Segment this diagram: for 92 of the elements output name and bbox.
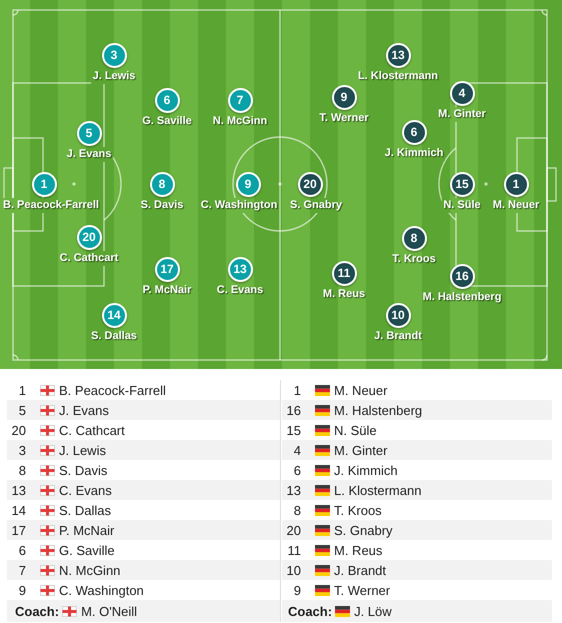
coach-label: Coach: <box>15 604 60 618</box>
shirt-number: 7 <box>18 562 26 578</box>
player-name: B. Peacock-Farrell <box>59 382 166 398</box>
coach-name: M. O'Neill <box>81 604 137 618</box>
player-name: J. Lewis <box>92 70 136 83</box>
player-number-marker: 20 <box>298 172 322 196</box>
shirt-number: 16 <box>286 402 301 418</box>
shirt-number: 1 <box>18 382 26 398</box>
shirt-number: 20 <box>10 422 26 438</box>
coach-name: J. Löw <box>354 604 392 618</box>
player-name: J. Kimmich <box>384 147 444 160</box>
player-name: S. Gnabry <box>334 522 393 538</box>
player-name: M. Reus <box>322 288 366 301</box>
player-name: L. Klostermann <box>358 70 438 83</box>
player-number-marker: 4 <box>450 80 474 106</box>
player-number-marker: 13 <box>386 42 410 68</box>
player-name: M. Neuer <box>334 382 388 398</box>
player-name: J. Brandt <box>374 330 422 343</box>
player-name: C. Cathcart <box>59 422 125 438</box>
player-name: L. Klostermann <box>334 482 422 498</box>
player-number-marker: 9 <box>236 172 260 196</box>
player-name: C. Washington <box>59 582 144 598</box>
player-name: J. Lewis <box>59 442 106 458</box>
player-number-marker: 5 <box>76 120 102 146</box>
player-name: P. McNair <box>142 284 192 297</box>
player-number-marker: 8 <box>150 172 174 196</box>
player-name: C. Evans <box>216 284 264 297</box>
shirt-number: 8 <box>18 462 26 478</box>
player-name: S. Davis <box>140 199 184 212</box>
shirt-number: 4 <box>292 442 301 458</box>
player-name: C. Evans <box>59 482 112 498</box>
shirt-number: 5 <box>18 402 26 418</box>
shirt-number: 11 <box>286 542 301 558</box>
player-number-marker: 9 <box>332 84 356 110</box>
player-name: J. Evans <box>66 148 112 161</box>
shirt-number: 14 <box>10 502 26 518</box>
player-name: B. Peacock-Farrell <box>3 199 99 212</box>
player-name: M. Ginter <box>334 442 388 458</box>
shirt-number: 17 <box>10 522 26 538</box>
coach-label: Coach: <box>288 604 332 618</box>
player-number-marker: 15 <box>450 172 474 196</box>
player-name: M. Ginter <box>438 108 486 121</box>
player-name: S. Dallas <box>59 502 112 518</box>
player-number-marker: 7 <box>228 88 252 112</box>
player-number-marker: 17 <box>154 256 180 282</box>
player-number-marker: 14 <box>102 302 126 328</box>
player-name: G. Saville <box>142 115 192 128</box>
player-name: S. Davis <box>59 462 108 478</box>
player-name: N. McGinn <box>59 562 120 578</box>
player-name: P. McNair <box>59 522 114 538</box>
player-number-marker: 1 <box>504 172 528 196</box>
player-number-marker: 10 <box>386 302 410 328</box>
player-name: J. Kimmich <box>334 462 398 478</box>
player-name: N. Süle <box>334 422 377 438</box>
player-number-marker: 20 <box>76 224 102 250</box>
player-name: C. Washington <box>200 199 278 212</box>
player-name: G. Saville <box>59 542 115 558</box>
player-name: J. Brandt <box>334 562 386 578</box>
player-name: M. Reus <box>334 542 382 558</box>
player-number-marker: 6 <box>402 120 426 144</box>
player-name: S. Gnabry <box>290 199 342 212</box>
player-number-marker: 8 <box>402 226 426 250</box>
player-name: C. Cathcart <box>60 252 118 265</box>
shirt-number: 6 <box>18 542 26 558</box>
shirt-number: 20 <box>286 522 301 538</box>
player-name: M. Neuer <box>492 199 540 212</box>
player-name: N. McGinn <box>212 115 268 128</box>
player-name: S. Dallas <box>91 330 137 343</box>
shirt-number: 6 <box>292 462 301 478</box>
player-number-marker: 6 <box>154 88 180 112</box>
player-name: T. Kroos <box>392 253 436 266</box>
player-name: M. Halstenberg <box>334 402 422 418</box>
player-number-marker: 16 <box>450 264 474 288</box>
player-name: J. Evans <box>59 402 109 418</box>
player-number-marker: 3 <box>102 42 126 68</box>
shirt-number: 13 <box>10 482 26 498</box>
player-name: T. Werner <box>319 112 369 125</box>
player-name: M. Halstenberg <box>422 291 502 304</box>
shirt-number: 10 <box>286 562 301 578</box>
shirt-number: 8 <box>292 502 301 518</box>
shirt-number: 3 <box>18 442 26 458</box>
player-number-marker: 11 <box>332 260 356 286</box>
shirt-number: 9 <box>292 582 301 598</box>
shirt-number: 15 <box>286 422 301 438</box>
player-name: N. Süle <box>443 199 481 212</box>
player-name: T. Werner <box>334 582 390 598</box>
player-number-marker: 1 <box>32 172 56 196</box>
shirt-number: 1 <box>292 382 301 398</box>
shirt-number: 13 <box>286 482 301 498</box>
player-number-marker: 13 <box>228 256 252 282</box>
player-name: T. Kroos <box>334 502 382 518</box>
shirt-number: 9 <box>18 582 26 598</box>
